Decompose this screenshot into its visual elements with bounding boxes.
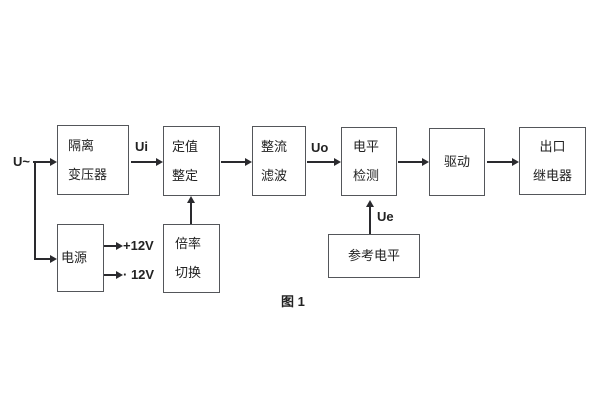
connector-input-to-power-line [34,258,50,260]
connector-setting-to-rectifier [221,161,245,163]
connector-transformer-to-setting [131,161,156,163]
block-isolation-transformer: 隔离 变压器 [57,125,129,195]
block-label: 整定 [172,167,199,183]
arrowhead-transformer-to-setting [156,158,163,166]
arrowhead-input-to-power [50,255,57,263]
connector-reference-to-detection [369,207,371,234]
block-label: 电平 [353,139,380,154]
block-label: 出口 [539,138,566,154]
connector-rectifier-to-detection [307,161,334,163]
connector-ratio-to-setting [190,203,192,224]
arrowhead-setting-to-rectifier [245,158,252,166]
label-minus-12v: · 12V [123,267,155,282]
block-output-relay: 出口 继电器 [519,127,586,195]
label-uo: Uo [311,140,329,155]
arrowhead-reference-to-detection [366,200,374,207]
block-value-setting: 定值 整定 [163,126,220,196]
connector-driver-to-relay [487,161,512,163]
block-label: 隔离 [68,137,95,153]
connector-input-line [33,161,51,163]
block-power-supply: 电源 [57,224,104,292]
connector-power-minus12v [104,274,116,276]
label-plus-12v: +12V [123,238,154,253]
block-label: 参考电平 [347,248,400,263]
block-label: 驱动 [443,154,470,169]
block-driver: 驱动 [429,128,485,196]
connector-input-branch-vertical [34,161,36,259]
arrowhead-detection-to-driver [422,158,429,166]
block-label: 切换 [175,265,202,280]
block-label: 检测 [353,168,380,183]
block-label: 整流 [261,138,288,154]
label-input-voltage: U~ [13,154,30,169]
arrowhead-driver-to-relay [512,158,519,166]
label-ui: Ui [135,139,148,154]
block-rectifier-filter: 整流 滤波 [252,126,306,196]
arrowhead-input-to-transformer [50,158,57,166]
figure-caption: 图 1 [281,294,305,309]
arrowhead-ratio-to-setting [187,196,195,203]
connector-detection-to-driver [398,161,422,163]
arrowhead-power-plus12v [116,242,123,250]
connector-power-plus12v [104,245,116,247]
arrowhead-rectifier-to-detection [334,158,341,166]
block-label: 继电器 [532,167,572,183]
block-label: 滤波 [261,167,288,183]
arrowhead-power-minus12v [116,271,123,279]
block-label: 电源 [61,250,88,265]
block-label: 定值 [172,138,199,154]
block-label: 变压器 [68,166,108,182]
block-label: 倍率 [175,236,202,251]
block-ratio-switch: 倍率 切换 [163,224,220,293]
label-ue: Ue [377,209,394,224]
block-reference-level: 参考电平 [328,234,420,278]
block-level-detection: 电平 检测 [341,127,397,196]
